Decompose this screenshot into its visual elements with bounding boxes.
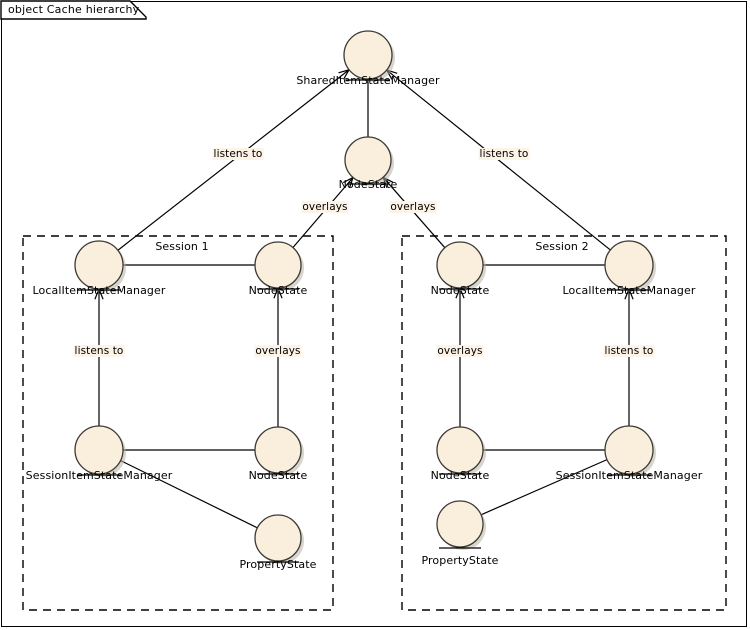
edge-label-e4: overlays <box>301 201 349 213</box>
group-box-session1 <box>22 235 334 611</box>
node-label-s2_ps: PropertyState <box>421 554 499 567</box>
edge-e15 <box>480 459 608 516</box>
edge-label-e2: listens to <box>478 148 530 160</box>
edge-e2 <box>386 69 611 251</box>
node-label-s1_ns_top: NodeState <box>248 284 308 297</box>
node-label-nodestate_top: NodeState <box>338 178 398 191</box>
frame-tab-pentagon <box>0 0 147 20</box>
edge-label-e1: listens to <box>212 148 264 160</box>
node-label-s1_ns_bot: NodeState <box>248 469 308 482</box>
object-node-s2_ns_top[interactable] <box>436 241 484 289</box>
group-label-session1: Session 1 <box>153 240 211 253</box>
group-label-session2: Session 2 <box>533 240 591 253</box>
node-label-s2_ns_top: NodeState <box>430 284 490 297</box>
node-label-s1_sism: SessionItemStateManager <box>25 469 173 482</box>
diagram-title-label: object Cache hierarchy <box>8 3 140 16</box>
edge-e12 <box>120 460 258 529</box>
edge-label-e5: overlays <box>389 201 437 213</box>
edge-label-e7: overlays <box>254 345 302 357</box>
node-label-s2_lism: LocalItemStateManager <box>562 284 696 297</box>
node-label-s1_lism: LocalItemStateManager <box>32 284 166 297</box>
edge-e1 <box>117 69 350 251</box>
object-node-s2_ps[interactable] <box>436 500 484 548</box>
object-node-nodestate_top[interactable] <box>344 136 392 184</box>
object-node-s1_sism[interactable] <box>74 425 124 475</box>
group-box-session2 <box>401 235 727 611</box>
object-node-s2_ns_bot[interactable] <box>436 426 484 474</box>
node-label-s1_ps: PropertyState <box>239 558 317 571</box>
node-label-s2_sism: SessionItemStateManager <box>555 469 703 482</box>
node-label-shared: SharedItemStateManager <box>296 74 440 87</box>
object-node-s1_ns_top[interactable] <box>254 241 302 289</box>
object-node-s2_lism[interactable] <box>604 240 654 290</box>
edge-label-e6: listens to <box>73 345 125 357</box>
object-node-s2_sism[interactable] <box>604 425 654 475</box>
group-boxes-layer <box>22 235 727 611</box>
object-node-s1_ps[interactable] <box>254 514 302 562</box>
edge-label-e8: overlays <box>436 345 484 357</box>
object-node-s1_ns_bot[interactable] <box>254 426 302 474</box>
nodes-layer <box>74 30 656 564</box>
object-node-s1_lism[interactable] <box>74 240 124 290</box>
object-node-shared[interactable] <box>343 30 393 80</box>
edge-label-e9: listens to <box>603 345 655 357</box>
node-label-s2_ns_bot: NodeState <box>430 469 490 482</box>
